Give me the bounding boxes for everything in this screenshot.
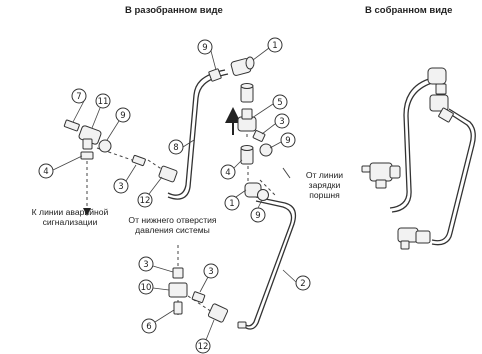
callout-9-right: 9	[280, 132, 296, 148]
svg-text:5: 5	[277, 98, 282, 108]
svg-text:2: 2	[300, 279, 305, 289]
part-tee-11-branch	[82, 138, 93, 150]
piston-line-label-line2: зарядки	[308, 180, 341, 190]
asm-nut-left	[389, 165, 401, 179]
asm-nut	[438, 107, 454, 123]
svg-text:3: 3	[279, 117, 284, 127]
asm-plug-bottom	[400, 240, 410, 250]
asm-tee	[429, 94, 449, 112]
callout-3-lower-left: 3	[138, 256, 154, 272]
tube-8	[167, 69, 226, 196]
svg-text:9: 9	[202, 43, 207, 53]
alarm-line-label-line1: К линии аварийной	[31, 207, 109, 217]
assembled-parts	[361, 67, 454, 250]
part-plug-6	[173, 301, 183, 315]
callout-8: 8	[168, 139, 184, 155]
svg-text:3: 3	[118, 182, 123, 192]
alarm-line-label-line2: сигнализации	[42, 217, 98, 227]
asm-fitting-a	[435, 83, 447, 95]
callout-5: 5	[272, 94, 288, 110]
svg-text:4: 4	[43, 167, 48, 177]
part-fitting-12-lower	[207, 303, 229, 323]
part-elbow-top-opening	[245, 56, 255, 70]
part-fitting-4-top-cap	[240, 83, 254, 89]
svg-text:11: 11	[98, 97, 109, 107]
callout-9-top: 9	[197, 39, 213, 55]
part-tee-10	[168, 282, 188, 298]
callout-4-left: 4	[38, 163, 54, 179]
callout-9-lower: 9	[250, 207, 266, 223]
asm-fitting-bottom-right	[415, 230, 431, 244]
svg-text:10: 10	[141, 283, 152, 293]
alarm-line-label: К линии аварийной сигнализации	[10, 207, 130, 227]
callout-2: 2	[295, 275, 311, 291]
part-nut-9-lower	[257, 189, 269, 201]
svg-text:1: 1	[229, 199, 234, 209]
piston-line-label-line1: От линии	[305, 170, 344, 180]
callout-10: 10	[138, 279, 154, 295]
asm-tee-bottom	[397, 227, 419, 243]
part-nut-9-left	[98, 139, 112, 153]
svg-text:12: 12	[198, 342, 209, 352]
asm-elbow-top	[427, 67, 447, 85]
part-fitting-4-left	[80, 151, 94, 160]
callout-3-lower-right: 3	[203, 263, 219, 279]
system-port-label: От нижнего отверстия давления системы	[110, 215, 235, 235]
part-nut-9-right	[259, 143, 273, 157]
part-tee-5-top	[241, 108, 253, 120]
svg-text:4: 4	[225, 168, 230, 178]
svg-text:12: 12	[140, 196, 151, 206]
callout-12-upper: 12	[137, 192, 153, 208]
svg-text:6: 6	[146, 322, 151, 332]
part-fitting-12-upper	[158, 165, 178, 183]
svg-text:3: 3	[208, 267, 213, 277]
svg-text:9: 9	[255, 211, 260, 221]
svg-text:7: 7	[76, 92, 81, 102]
guide-fitting-12	[147, 159, 164, 171]
exploded-view-title: В разобранном виде	[125, 5, 223, 16]
svg-text:8: 8	[173, 143, 178, 153]
asm-fitting-left-side	[361, 165, 371, 173]
callout-7: 7	[71, 88, 87, 104]
system-port-label-line1: От нижнего отверстия	[128, 215, 217, 225]
callout-4-mid: 4	[220, 164, 236, 180]
system-port-label-line2: давления системы	[135, 225, 210, 235]
piston-line-label: От линии зарядки поршня	[282, 170, 367, 200]
callout-3-mid: 3	[113, 178, 129, 194]
part-fitting-7	[63, 119, 80, 132]
asm-fitting-left-bottom	[375, 179, 387, 189]
callout-3-right: 3	[274, 113, 290, 129]
callouts: 9 1 7 11 9 4 8 5 3 9 3 12 1 9 4 3 3 10 6…	[38, 37, 311, 354]
tube-2-outline	[242, 200, 293, 327]
svg-text:1: 1	[272, 41, 277, 51]
svg-text:3: 3	[143, 260, 148, 270]
svg-text:9: 9	[285, 136, 290, 146]
part-fitting-4-mid-cap	[240, 145, 254, 151]
part-fitting-3-lower-left	[172, 267, 184, 279]
callout-6: 6	[141, 318, 157, 334]
callout-9-left: 9	[115, 107, 131, 123]
piston-label-leader	[282, 167, 291, 179]
callout-12-lower: 12	[195, 338, 211, 354]
asm-tee-left	[369, 162, 393, 182]
part-tube-end	[237, 321, 247, 329]
part-fitting-3-midleft	[131, 154, 146, 167]
tube-2	[242, 196, 297, 330]
callout-1-lower: 1	[224, 195, 240, 211]
assembled-view-title: В собранном виде	[365, 5, 453, 16]
part-fitting-3-lower-right	[191, 291, 206, 304]
piston-line-label-line3: поршня	[309, 190, 340, 200]
part-fitting-3-right	[252, 130, 266, 142]
svg-text:9: 9	[120, 111, 125, 121]
callout-1-top: 1	[267, 37, 283, 53]
tube-8-outline	[167, 73, 229, 200]
assembled-pipes	[389, 77, 476, 246]
callout-11: 11	[95, 93, 111, 109]
callout-leaders	[52, 47, 297, 341]
part-nut-9-top	[208, 68, 222, 82]
